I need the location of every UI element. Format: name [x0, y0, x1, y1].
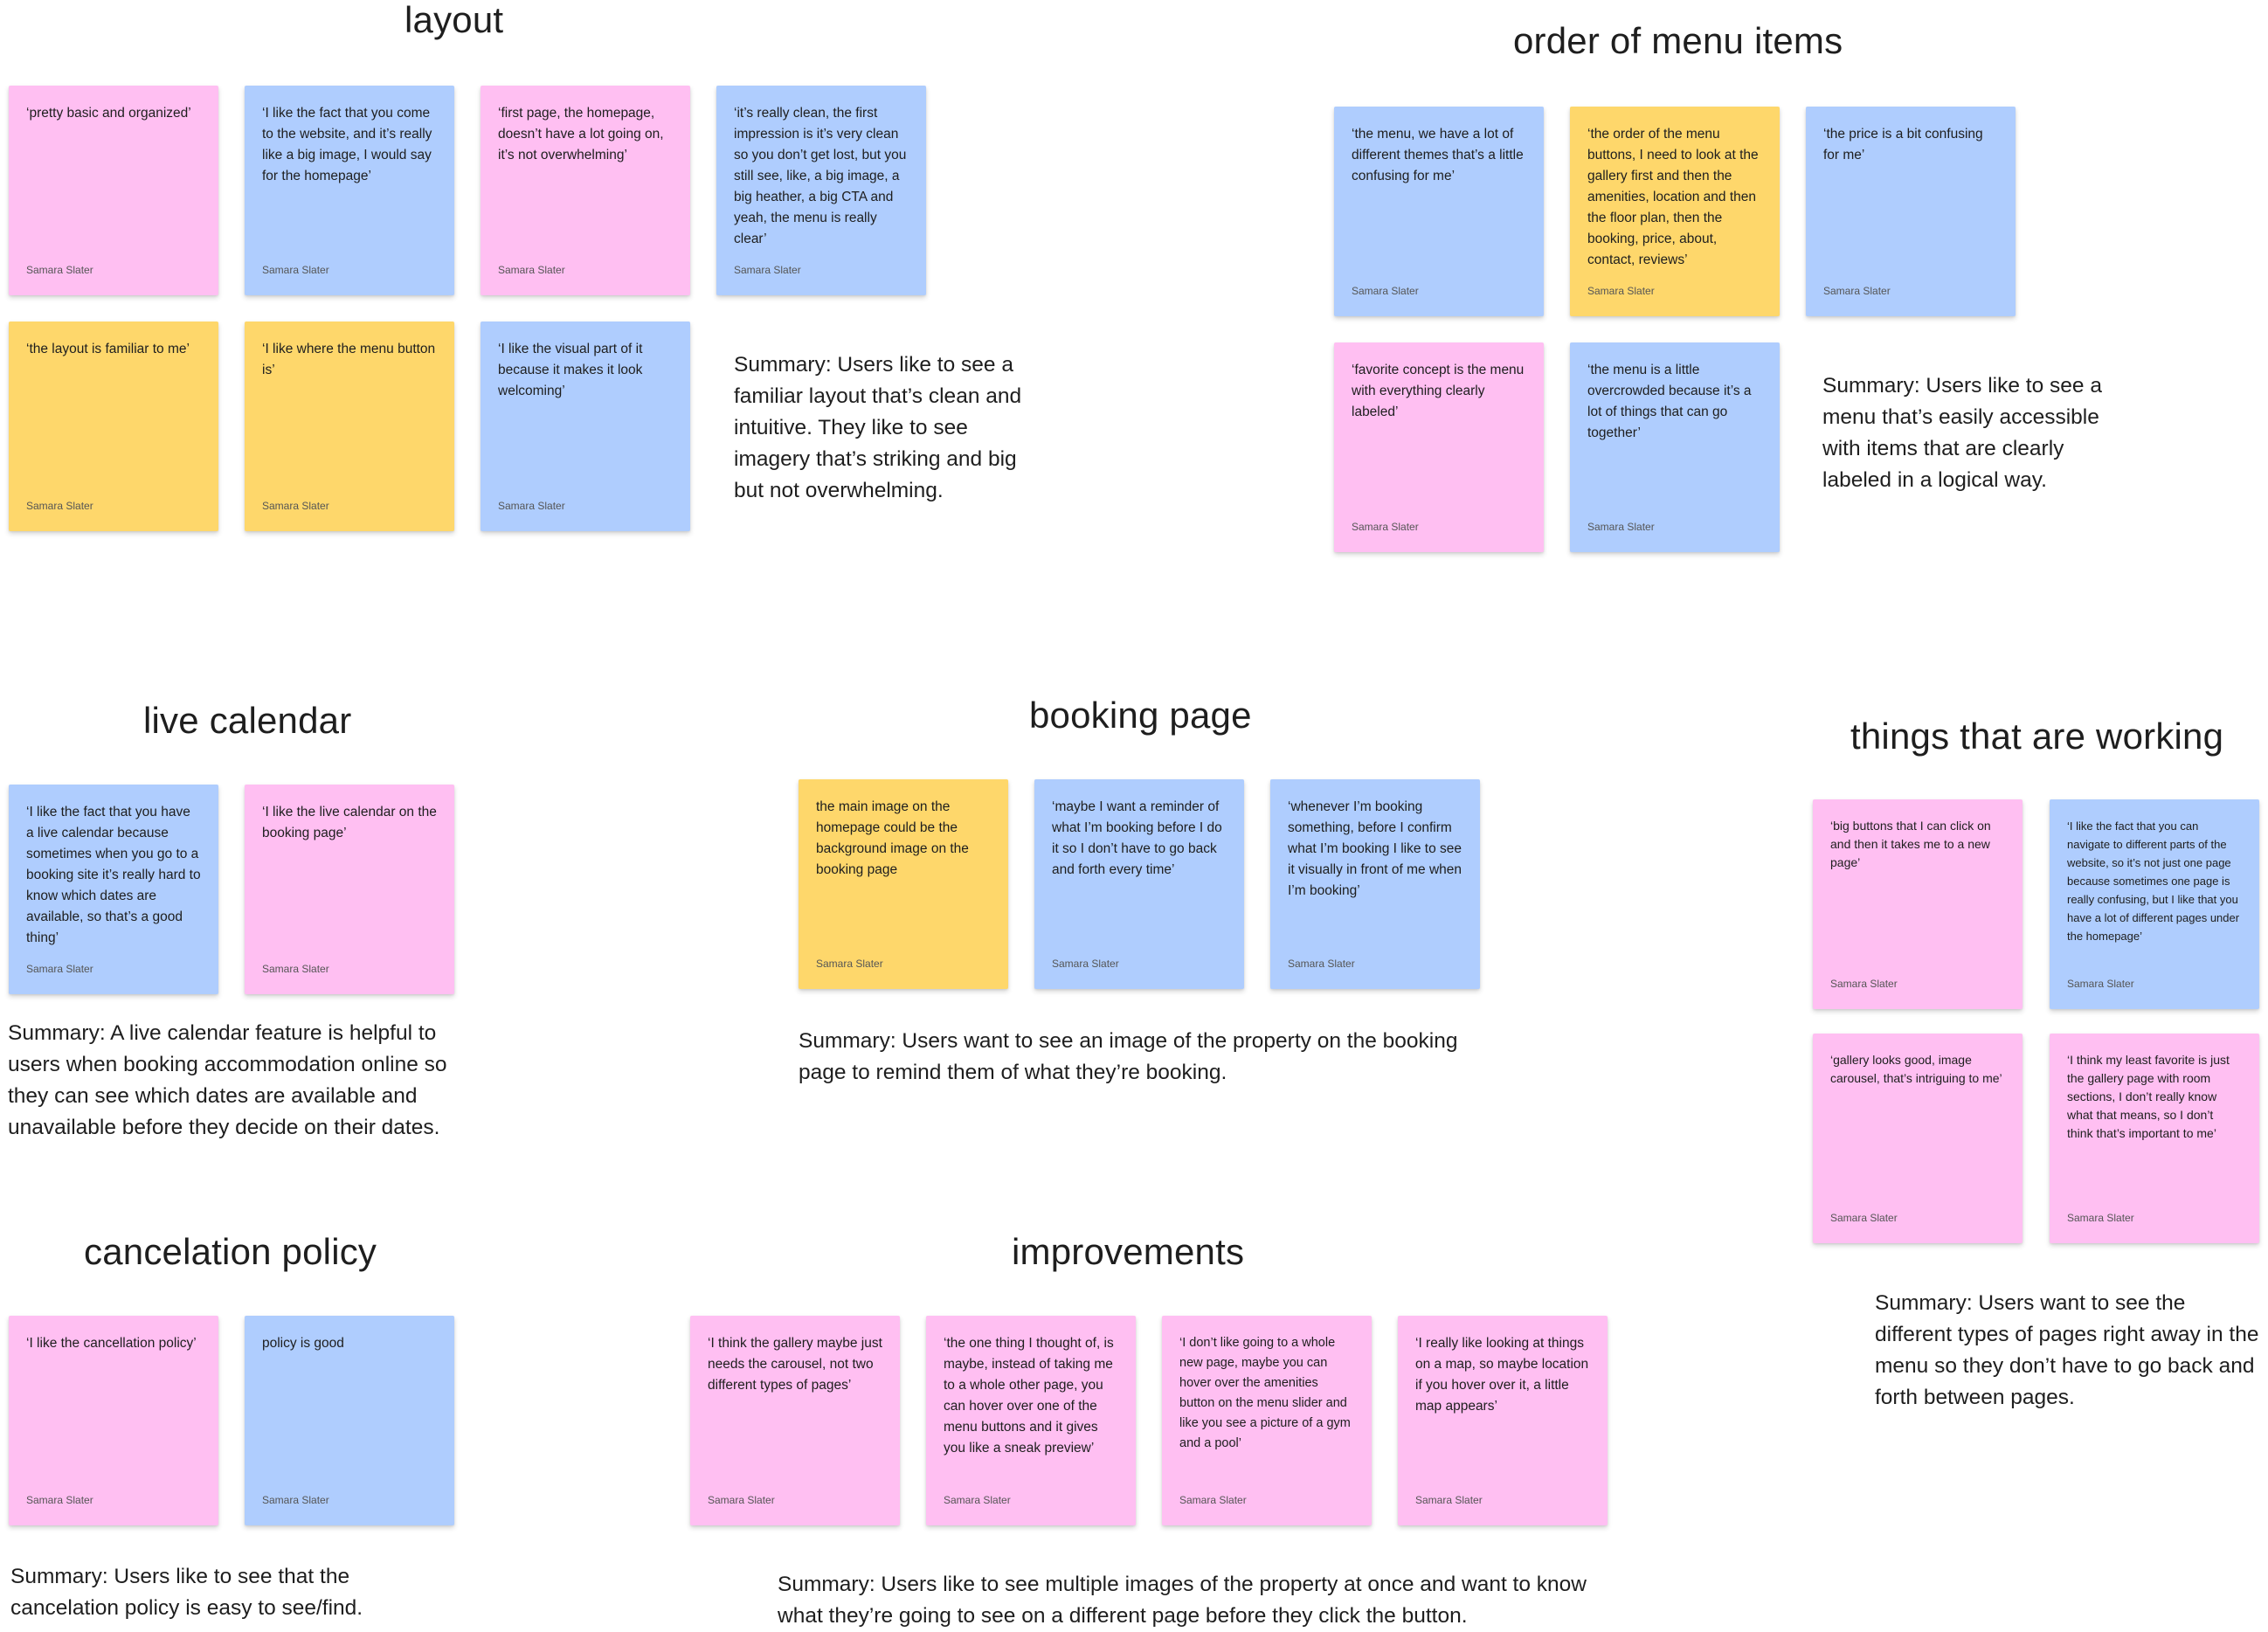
- note-author: Samara Slater: [1587, 285, 1655, 297]
- note-text: ‘I really like looking at things on a ma…: [1415, 1336, 1589, 1414]
- note-text: ‘I like the live calendar on the booking…: [262, 805, 437, 840]
- note-text: ‘the order of the menu buttons, I need t…: [1587, 127, 1759, 267]
- working-heading: things that are working: [1850, 716, 2224, 757]
- calendar-heading: live calendar: [143, 700, 352, 741]
- sticky-note[interactable]: ‘I like the fact that you have a live ca…: [9, 785, 218, 994]
- sticky-note[interactable]: ‘the price is a bit confusing for me’ Sa…: [1806, 107, 2016, 316]
- note-author: Samara Slater: [1352, 285, 1419, 297]
- note-text: ‘I don’t like going to a whole new page,…: [1179, 1336, 1351, 1450]
- note-text: ‘I like the fact that you can navigate t…: [2067, 819, 2240, 943]
- note-text: ‘the one thing I thought of, is maybe, i…: [944, 1336, 1114, 1456]
- note-text: ‘whenever I’m booking something, before …: [1288, 799, 1462, 898]
- note-text: ‘the menu, we have a lot of different th…: [1352, 127, 1524, 183]
- note-text: ‘I like the fact that you have a live ca…: [26, 805, 201, 945]
- sticky-note[interactable]: ‘I like the cancellation policy’ Samara …: [9, 1316, 218, 1525]
- sticky-note[interactable]: ‘I think the gallery maybe just needs th…: [690, 1316, 900, 1525]
- booking-summary: Summary: Users want to see an image of t…: [799, 1029, 1458, 1084]
- sticky-note[interactable]: ‘I like the fact that you can navigate t…: [2050, 799, 2259, 1009]
- cancelation-heading: cancelation policy: [84, 1231, 377, 1272]
- note-text: ‘maybe I want a reminder of what I’m boo…: [1052, 799, 1222, 877]
- note-author: Samara Slater: [1179, 1494, 1247, 1506]
- note-author: Samara Slater: [1587, 521, 1655, 533]
- booking-heading: booking page: [1029, 695, 1252, 736]
- calendar-summary: Summary: A live calendar feature is help…: [8, 1021, 447, 1139]
- note-text: ‘favorite concept is the menu with every…: [1352, 363, 1525, 419]
- note-text: ‘pretty basic and organized’: [26, 106, 191, 121]
- note-author: Samara Slater: [1352, 521, 1419, 533]
- note-text: ‘I like the visual part of it because it…: [498, 342, 643, 398]
- layout-heading: layout: [405, 0, 504, 40]
- sticky-note[interactable]: ‘first page, the homepage, doesn’t have …: [481, 86, 690, 295]
- note-text: ‘I like where the menu button is’: [262, 342, 436, 377]
- sticky-note[interactable]: ‘the order of the menu buttons, I need t…: [1570, 107, 1780, 316]
- sticky-note[interactable]: ‘I think my least favorite is just the g…: [2050, 1034, 2259, 1243]
- note-text: ‘I think my least favorite is just the g…: [2067, 1053, 2230, 1140]
- note-author: Samara Slater: [734, 264, 801, 276]
- note-author: Samara Slater: [26, 500, 93, 512]
- note-author: Samara Slater: [262, 1494, 329, 1506]
- sticky-note[interactable]: ‘the menu, we have a lot of different th…: [1334, 107, 1544, 316]
- note-text: ‘gallery looks good, image carousel, tha…: [1830, 1053, 2002, 1085]
- note-text: ‘I like the cancellation policy’: [26, 1336, 197, 1351]
- sticky-note[interactable]: ‘pretty basic and organized’ Samara Slat…: [9, 86, 218, 295]
- note-text: policy is good: [262, 1336, 344, 1351]
- note-author: Samara Slater: [708, 1494, 775, 1506]
- note-text: ‘it’s really clean, the first impression…: [734, 106, 907, 246]
- sticky-note[interactable]: ‘big buttons that I can click on and the…: [1813, 799, 2023, 1009]
- sticky-note[interactable]: the main image on the homepage could be …: [799, 779, 1008, 989]
- note-author: Samara Slater: [1052, 958, 1119, 970]
- note-text: ‘I like the fact that you come to the we…: [262, 106, 432, 183]
- note-author: Samara Slater: [498, 264, 565, 276]
- note-author: Samara Slater: [1830, 978, 1898, 990]
- sticky-note[interactable]: ‘whenever I’m booking something, before …: [1270, 779, 1480, 989]
- note-author: Samara Slater: [1415, 1494, 1483, 1506]
- note-author: Samara Slater: [498, 500, 565, 512]
- sticky-note[interactable]: ‘the layout is familiar to me’ Samara Sl…: [9, 322, 218, 531]
- note-author: Samara Slater: [262, 264, 329, 276]
- note-author: Samara Slater: [2067, 1212, 2134, 1224]
- note-author: Samara Slater: [26, 963, 93, 975]
- note-author: Samara Slater: [26, 264, 93, 276]
- note-author: Samara Slater: [1288, 958, 1355, 970]
- working-summary: Summary: Users want to see the different…: [1875, 1291, 2259, 1409]
- note-text: ‘big buttons that I can click on and the…: [1830, 819, 1991, 869]
- menu-summary: Summary: Users like to see a menu that’s…: [1822, 374, 2102, 492]
- sticky-note[interactable]: ‘I like where the menu button is’ Samara…: [245, 322, 454, 531]
- note-text: the main image on the homepage could be …: [816, 799, 969, 877]
- sticky-note[interactable]: ‘the menu is a little overcrowded becaus…: [1570, 342, 1780, 552]
- sticky-note[interactable]: ‘favorite concept is the menu with every…: [1334, 342, 1544, 552]
- note-author: Samara Slater: [262, 500, 329, 512]
- sticky-note[interactable]: ‘I don’t like going to a whole new page,…: [1162, 1316, 1372, 1525]
- note-text: ‘first page, the homepage, doesn’t have …: [498, 106, 664, 163]
- menu-heading: order of menu items: [1513, 20, 1843, 61]
- note-author: Samara Slater: [26, 1494, 93, 1506]
- sticky-note[interactable]: ‘I like the fact that you come to the we…: [245, 86, 454, 295]
- sticky-note[interactable]: ‘I like the live calendar on the booking…: [245, 785, 454, 994]
- sticky-note[interactable]: ‘gallery looks good, image carousel, tha…: [1813, 1034, 2023, 1243]
- sticky-note[interactable]: ‘the one thing I thought of, is maybe, i…: [926, 1316, 1136, 1525]
- note-text: ‘I think the gallery maybe just needs th…: [708, 1336, 882, 1393]
- note-text: ‘the price is a bit confusing for me’: [1823, 127, 1983, 163]
- layout-summary: Summary: Users like to see a familiar la…: [734, 353, 1022, 502]
- improvements-heading: improvements: [1012, 1231, 1245, 1272]
- note-author: Samara Slater: [2067, 978, 2134, 990]
- sticky-note[interactable]: policy is good Samara Slater: [245, 1316, 454, 1525]
- note-author: Samara Slater: [1823, 285, 1891, 297]
- note-author: Samara Slater: [1830, 1212, 1898, 1224]
- note-text: ‘the layout is familiar to me’: [26, 342, 190, 356]
- sticky-note[interactable]: ‘maybe I want a reminder of what I’m boo…: [1034, 779, 1244, 989]
- note-text: ‘the menu is a little overcrowded becaus…: [1587, 363, 1752, 440]
- note-author: Samara Slater: [816, 958, 883, 970]
- sticky-note[interactable]: ‘I like the visual part of it because it…: [481, 322, 690, 531]
- improvements-summary: Summary: Users like to see multiple imag…: [778, 1573, 1587, 1628]
- sticky-note[interactable]: ‘it’s really clean, the first impression…: [716, 86, 926, 295]
- sticky-note[interactable]: ‘I really like looking at things on a ma…: [1398, 1316, 1608, 1525]
- note-author: Samara Slater: [944, 1494, 1011, 1506]
- cancelation-summary: Summary: Users like to see that the canc…: [10, 1565, 363, 1620]
- note-author: Samara Slater: [262, 963, 329, 975]
